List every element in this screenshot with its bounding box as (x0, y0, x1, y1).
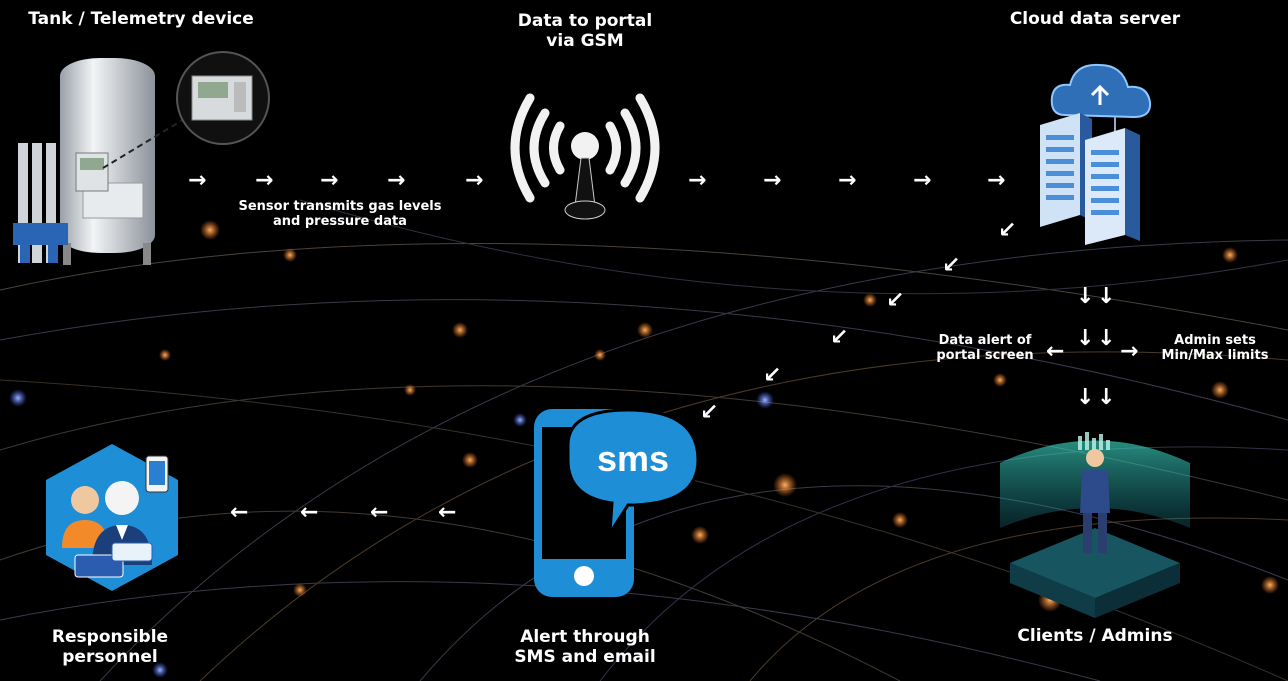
arrow-left-4: ← (438, 500, 457, 525)
cloud-title: Cloud data server (1009, 9, 1181, 29)
gsm-title-line1: Data to portal (517, 11, 653, 31)
arrow-right-admin: → (1120, 339, 1139, 364)
arrow-right-9: → (913, 168, 932, 193)
tank-title: Tank / Telemetry device (28, 9, 254, 29)
admin-dashboard-icon (1000, 432, 1190, 618)
arrow-diag-5: ↙ (763, 363, 782, 388)
gsm-antenna-icon (510, 93, 660, 220)
arrow-left-alert: ← (1046, 339, 1065, 364)
clients-title: Clients / Admins (1017, 626, 1173, 646)
arrow-down-1b: ↓ (1097, 284, 1116, 309)
arrow-down-3b: ↓ (1097, 385, 1116, 410)
arrow-diag-6: ↙ (700, 400, 719, 425)
sms-phone-icon: sms (534, 408, 700, 597)
admin-annotation-line1: Admin sets (1174, 333, 1256, 348)
sensor-annotation: Sensor transmits gas levels and pressure… (205, 199, 475, 230)
sms-title-line2: SMS and email (514, 646, 656, 667)
arrow-right-8: → (838, 168, 857, 193)
gsm-title-line2: via GSM (546, 30, 624, 51)
personnel-title: Responsible personnel (5, 627, 215, 667)
alert-annotation-line2: portal screen (936, 347, 1034, 363)
personnel-icon (46, 444, 178, 591)
arrow-right-5: → (465, 168, 484, 193)
arrow-diag-3: ↙ (886, 288, 905, 313)
arrow-left-2: ← (300, 500, 319, 525)
arrow-down-2b: ↓ (1097, 326, 1116, 351)
arrow-diag-4: ↙ (830, 325, 849, 350)
gsm-title: Data to portal via GSM (480, 11, 690, 51)
gas-tank-icon (13, 51, 270, 265)
personnel-title-line2: personnel (62, 646, 158, 667)
arrow-right-10: → (987, 168, 1006, 193)
sms-title-line1: Alert through (520, 627, 650, 647)
arrow-left-1: ← (230, 500, 249, 525)
arrow-down-3a: ↓ (1076, 385, 1095, 410)
alert-annotation-line1: Data alert of (938, 333, 1032, 348)
cloud-server-icon (1040, 63, 1152, 245)
personnel-title-line1: Responsible (51, 627, 169, 647)
admin-annotation-line2: Min/Max limits (1161, 347, 1269, 363)
sensor-annotation-line1: Sensor transmits gas levels (238, 199, 442, 214)
sensor-annotation-line2: and pressure data (273, 213, 407, 229)
arrow-right-7: → (763, 168, 782, 193)
admin-annotation: Admin sets Min/Max limits (1145, 333, 1285, 364)
arrow-down-1a: ↓ (1076, 284, 1095, 309)
arrow-diag-2: ↙ (942, 253, 961, 278)
arrow-left-3: ← (370, 500, 389, 525)
arrow-diag-1: ↙ (998, 218, 1017, 243)
arrow-right-2: → (255, 168, 274, 193)
arrow-right-1: → (188, 168, 207, 193)
arrow-right-3: → (320, 168, 339, 193)
arrow-right-4: → (387, 168, 406, 193)
arrow-down-2a: ↓ (1076, 326, 1095, 351)
arrow-right-6: → (688, 168, 707, 193)
alert-annotation: Data alert of portal screen (925, 333, 1045, 364)
sms-title: Alert through SMS and email (480, 627, 690, 667)
sms-bubble-text: sms (597, 438, 669, 479)
